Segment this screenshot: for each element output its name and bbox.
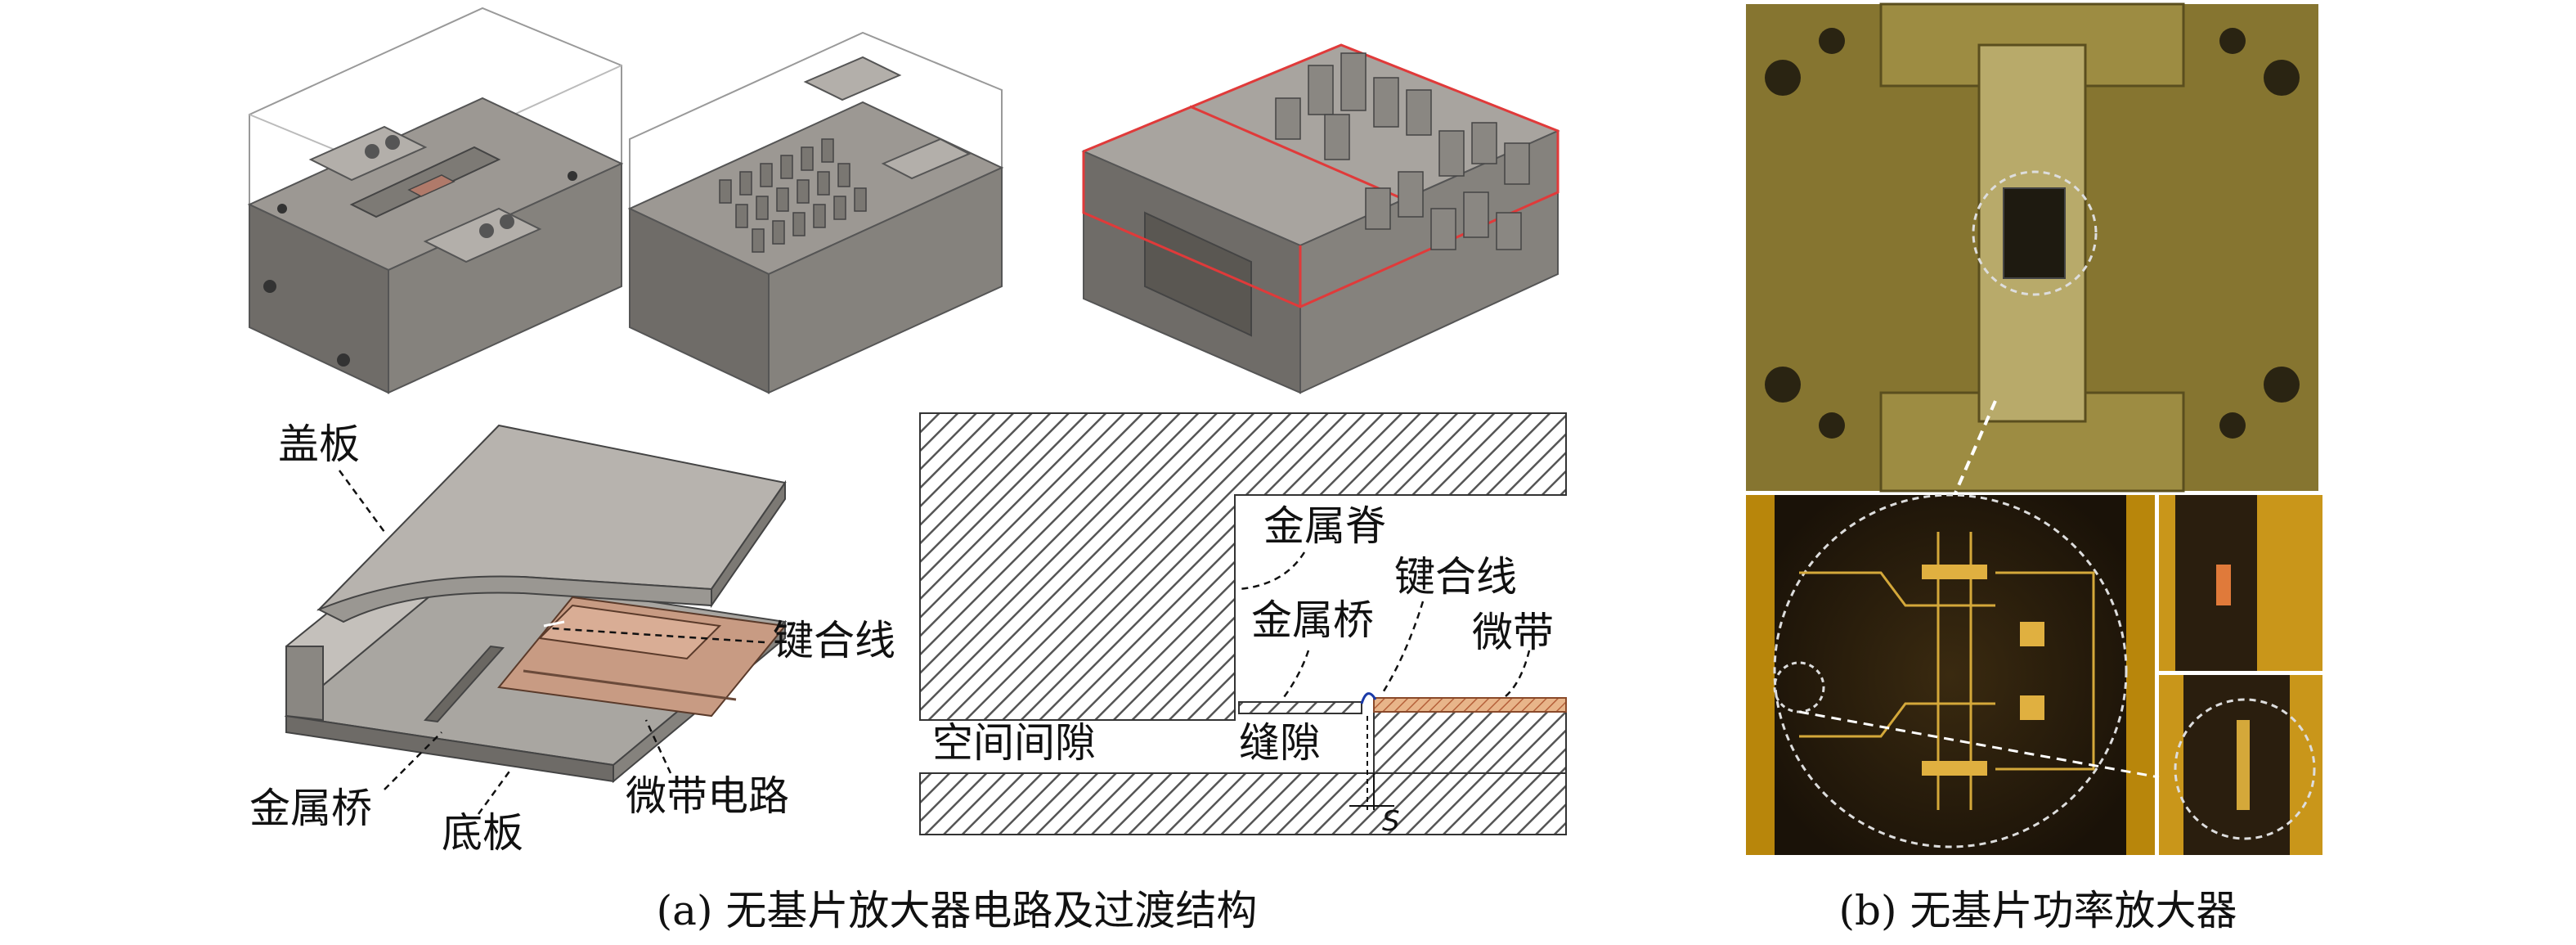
label-bond-wire: 键合线 [773,617,895,664]
model-1-3d [247,7,624,394]
model-3-3d [1081,43,1560,394]
label-metal-bridge: 金属桥 [249,785,372,832]
label-bond-wire-section: 键合线 [1394,553,1517,601]
label-microstrip-section: 微带 [1472,609,1554,656]
label-metal-ridge: 金属脊 [1263,502,1386,550]
caption-a: (a) 无基片放大器电路及过渡结构 [657,887,1258,934]
cross-section-diagram [919,412,1567,835]
label-air-gap: 空间间隙 [932,719,1096,767]
label-s-dimension: S [1382,805,1400,838]
transition-3d-model [284,424,788,784]
photo-chip-zoom-main [1746,493,2155,855]
label-metal-bridge-section: 金属桥 [1251,596,1374,644]
label-slot: 缝隙 [1239,719,1321,767]
photo-amplifier-fixture [1746,2,2318,496]
leader-lines-section [1238,551,1531,698]
zoom-connector [1798,710,2160,779]
label-base-plate: 底板 [442,809,523,857]
photo-chip-zoom-bottom-right [2159,675,2322,855]
label-cover-plate: 盖板 [278,421,360,468]
label-microstrip-circuit: 微带电路 [626,772,789,820]
model-2-3d [627,31,1004,394]
caption-b: (b) 无基片功率放大器 [1839,887,2237,934]
photo-chip-zoom-top-right [2159,495,2322,671]
leader-lines-3d [338,470,765,815]
